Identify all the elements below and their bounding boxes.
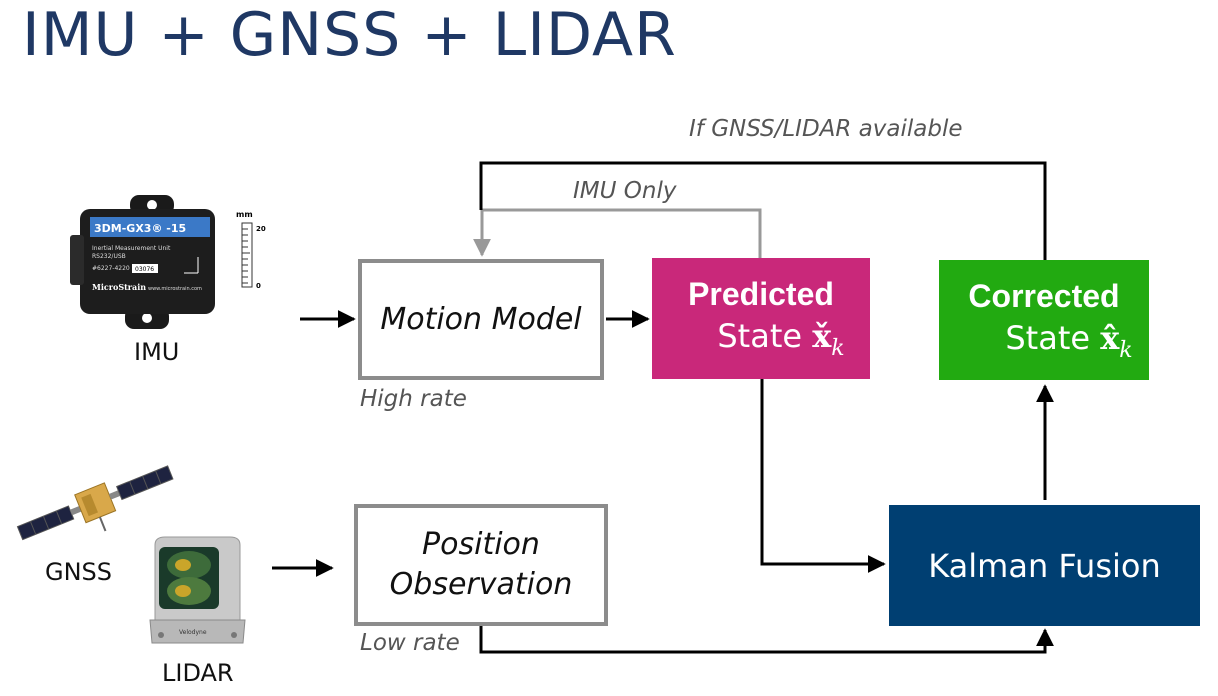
position-observation-line1: Position <box>422 527 540 562</box>
imu-url: www.microstrain.com <box>148 286 202 292</box>
lidar-label: LIDAR <box>162 659 234 687</box>
predicted-title: Predicted <box>688 276 834 312</box>
corrected-state-box: Corrected State x̂k <box>939 260 1149 380</box>
predicted-state-symbol: x̌ <box>812 317 832 355</box>
predicted-state-label: State <box>717 317 803 355</box>
imu-desc-line1: Inertial Measurement Unit <box>92 245 171 252</box>
gnss-label: GNSS <box>45 558 113 586</box>
imu-scale-unit: mm <box>236 210 253 219</box>
arrow-corrected-feedback-loop <box>479 161 1047 260</box>
imu-device-image: 3DM-GX3® -15 Inertial Measurement Unit R… <box>70 195 266 329</box>
corrected-title: Corrected <box>968 277 1120 314</box>
predicted-state-box: Predicted State x̌k <box>652 258 870 379</box>
gnss-satellite-image <box>16 465 174 541</box>
predicted-state-line: State x̌k <box>717 317 844 361</box>
imu-scale-min: 0 <box>256 282 261 290</box>
corrected-state-symbol: x̂ <box>1100 318 1120 357</box>
imu-label: IMU <box>134 338 180 366</box>
position-observation-box: Position Observation <box>354 504 608 626</box>
corrected-state-line: State x̂k <box>1005 319 1132 363</box>
imu-model-text: 3DM-GX3® -15 <box>94 222 186 235</box>
label-low-rate: Low rate <box>360 630 460 656</box>
motion-model-box: Motion Model <box>358 259 604 380</box>
imu-scale-max: 20 <box>256 225 266 233</box>
imu-brand: MicroStrain <box>92 282 146 292</box>
arrow-imu-only-loop <box>473 208 762 258</box>
page-title: IMU + GNSS + LIDAR <box>22 0 677 70</box>
motion-model-label: Motion Model <box>380 302 582 337</box>
label-imu-only: IMU Only <box>573 178 677 204</box>
kalman-fusion-label: Kalman Fusion <box>928 546 1161 585</box>
arrow-position-to-kalman <box>479 626 1054 654</box>
corrected-state-subscript: k <box>1119 337 1133 363</box>
kalman-fusion-box: Kalman Fusion <box>889 505 1200 626</box>
label-gnss-lidar-available: If GNSS/LIDAR available <box>689 116 963 142</box>
lidar-brand: Velodyne <box>179 629 207 636</box>
imu-desc-line2: RS232/USB <box>92 253 126 260</box>
predicted-state-subscript: k <box>831 336 845 361</box>
imu-part-number: #6227-4220 <box>92 265 130 272</box>
imu-serial: 03076 <box>135 266 154 273</box>
position-observation-line2: Observation <box>389 567 573 602</box>
lidar-sensor-image: Velodyne <box>149 536 246 644</box>
corrected-state-label: State <box>1005 318 1091 357</box>
arrow-predicted-to-kalman <box>760 379 886 573</box>
label-high-rate: High rate <box>360 386 467 412</box>
